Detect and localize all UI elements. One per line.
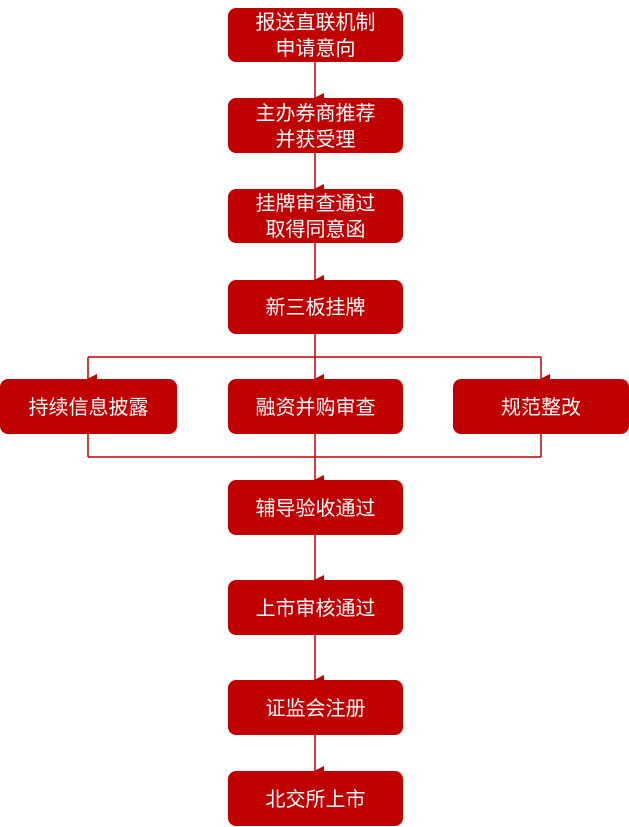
step-listing-approval: 上市审核通过 bbox=[228, 580, 403, 635]
step-submit-intent: 报送直联机制 申请意向 bbox=[228, 8, 403, 62]
step-financing-review: 融资并购审查 bbox=[228, 379, 403, 434]
step-bse-listing: 北交所上市 bbox=[228, 771, 403, 826]
step-disclosure: 持续信息披露 bbox=[0, 379, 177, 434]
step-tutoring-acceptance: 辅导验收通过 bbox=[228, 480, 403, 535]
step-neeq-listing: 新三板挂牌 bbox=[228, 280, 403, 334]
step-csrc-registration: 证监会注册 bbox=[228, 680, 403, 735]
step-rectification: 规范整改 bbox=[453, 379, 629, 434]
step-broker-recommend: 主办券商推荐 并获受理 bbox=[228, 98, 403, 153]
step-listing-review: 挂牌审查通过 取得同意函 bbox=[228, 189, 403, 243]
